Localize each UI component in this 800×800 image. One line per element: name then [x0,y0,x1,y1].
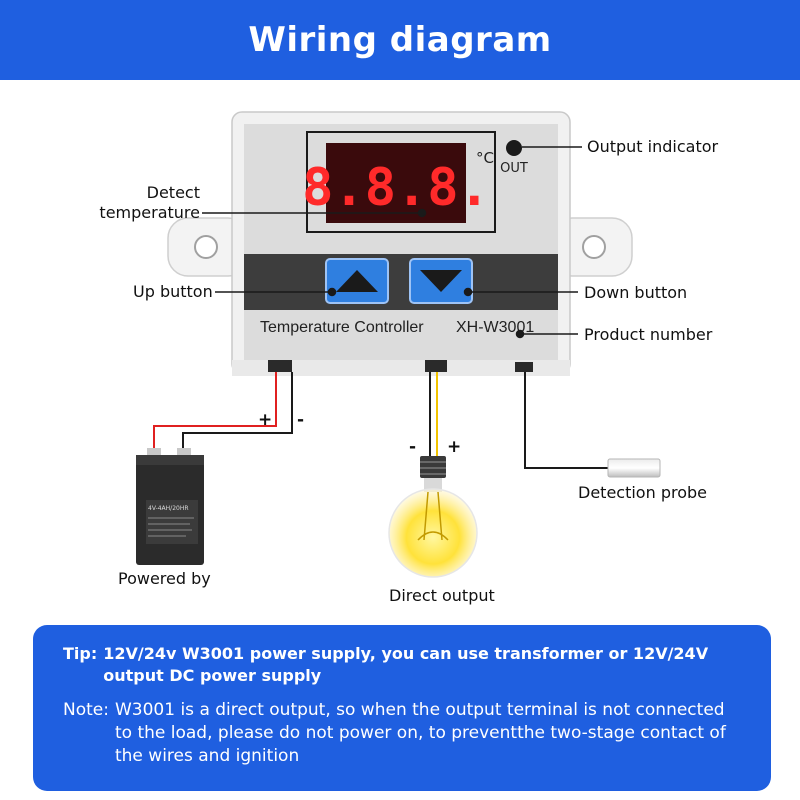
tip-row: Tip: 12V/24v W3001 power supply, you can… [63,643,745,687]
output-terminal [425,360,447,372]
power-terminal [268,360,292,372]
detection-probe [607,458,661,478]
up-arrow-icon [336,270,378,292]
battery-rating: 4V-4AH/20HR [148,505,189,512]
label-detection-probe: Detection probe [578,483,707,502]
label-down-button: Down button [584,283,688,302]
title-banner: Wiring diagram [0,0,800,80]
up-button[interactable] [325,258,389,304]
down-button[interactable] [409,258,473,304]
output-wires [429,372,438,458]
battery: 4V-4AH/20HR [136,448,204,565]
page-title: Wiring diagram [248,20,552,60]
label-detect-temperature-line1: Detect [146,183,200,202]
temperature-controller: 8.8.8. °C OUT Temperature Controller XH-… [231,111,571,376]
display-digits: 8.8.8. [302,158,490,218]
label-detect-temperature-line2: temperature [99,203,200,222]
probe-wire [524,372,610,469]
label-direct-output: Direct output [389,586,495,605]
note-lead: Note: [63,700,109,720]
note-row: Note: W3001 is a direct output, so when … [63,699,745,768]
note-text: W3001 is a direct output, so when the ou… [114,700,726,766]
output-indicator-led [506,140,522,156]
label-output-indicator: Output indicator [587,137,719,156]
temperature-display [326,143,466,223]
power-minus-sign: - [297,410,304,430]
model-text: XH-W3001 [456,319,534,336]
product-text: Temperature Controller [260,319,424,336]
tip-text: 12V/24v W3001 power supply, you can use … [103,644,709,685]
label-product-number: Product number [584,325,713,344]
label-powered-by: Powered by [118,569,211,588]
unit-celsius: °C [476,149,494,167]
light-bulb [388,456,478,578]
controller-mount-right [551,217,633,277]
power-plus-sign: + [258,410,272,430]
power-wires [153,372,293,452]
tip-lead: Tip: [63,644,98,663]
out-label: OUT [500,161,528,176]
output-plus-sign: + [447,437,461,457]
output-minus-sign: - [409,437,416,457]
down-arrow-icon [420,270,462,292]
wiring-diagram: 8.8.8. °C OUT Temperature Controller XH-… [136,111,661,578]
tip-box: Tip: 12V/24v W3001 power supply, you can… [33,625,771,791]
label-up-button: Up button [133,282,213,301]
probe-terminal [515,362,533,372]
leader-lines [202,146,582,339]
